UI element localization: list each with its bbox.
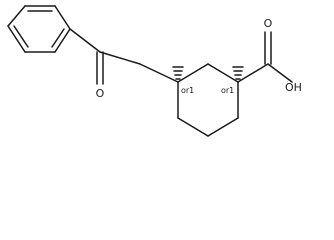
hashed-wedge-bond-right (232, 66, 244, 80)
stereo-descriptor-right: or1 (221, 86, 234, 95)
carbonyl-oxygen-label: O (96, 87, 105, 100)
phenyl-bond (54, 28, 71, 53)
ring-bond (207, 63, 239, 83)
carboxyl-oxygen-label: O (264, 17, 273, 30)
carbonyl-to-methylene-bond (99, 51, 141, 65)
phenyl-inner-double-bond (13, 25, 29, 48)
ring-to-carboxyl-bond (237, 63, 269, 83)
carboxyl-to-hydroxyl-bond (267, 63, 293, 83)
phenyl-bond (54, 5, 71, 30)
phenyl-ring (7, 5, 71, 53)
phenyl-bond (7, 5, 26, 27)
ring-bond (207, 117, 239, 137)
phenyl-inner-double-bond (51, 28, 65, 48)
ring-bond (177, 117, 209, 137)
hashed-wedge-bond-left (172, 66, 184, 80)
ring-bond (177, 63, 209, 83)
chemical-structure-diagram: O O OH or1 or1 (7, 5, 302, 137)
phenyl-bond (7, 25, 26, 53)
cyclohexane-ring (177, 63, 239, 137)
phenyl-to-carbonyl-bond (69, 28, 101, 53)
hydroxyl-label: OH (285, 81, 302, 94)
methylene-to-ring-bond (139, 63, 179, 83)
stereo-descriptor-left: or1 (181, 86, 194, 95)
